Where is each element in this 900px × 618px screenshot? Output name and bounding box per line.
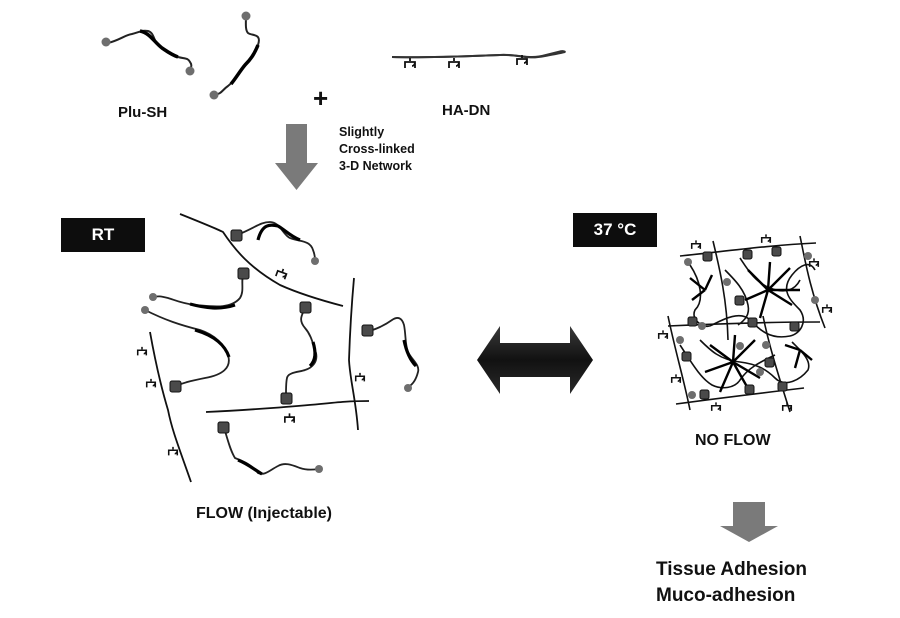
rt-temperature-tag: RT xyxy=(61,218,145,252)
micelle-cores xyxy=(689,261,813,393)
plu-sh-label: Plu-SH xyxy=(118,104,168,121)
thiol-end xyxy=(209,90,219,100)
rt-chain-ends xyxy=(141,257,412,473)
body-temperature-tag: 37 °C xyxy=(573,213,657,247)
reaction-caption-line: 3-D Network xyxy=(339,159,412,173)
plu-sh-molecule-1 xyxy=(101,29,195,76)
rt-crosslink-nodes xyxy=(169,229,374,434)
outcome-item: Tissue Adhesion xyxy=(656,559,807,580)
outcome-arrow-icon xyxy=(720,502,778,542)
gel-dense-network xyxy=(667,235,826,413)
reaction-caption-line: Slightly xyxy=(339,125,385,139)
dn-pendant xyxy=(404,58,416,69)
plus-sign: + xyxy=(313,83,329,113)
thiol-end xyxy=(101,37,111,47)
ha-dn-molecule xyxy=(391,50,566,69)
plu-sh-molecule-2 xyxy=(209,11,260,100)
thiol-end xyxy=(241,11,251,21)
reaction-caption: Slightly Cross-linked 3-D Network xyxy=(339,124,415,175)
gel-chain-ends xyxy=(676,252,819,399)
reaction-caption-line: Cross-linked xyxy=(339,142,415,156)
rt-loose-network xyxy=(144,213,420,483)
gel-crosslink-nodes xyxy=(681,246,800,400)
flow-caption: FLOW (Injectable) xyxy=(196,505,332,522)
no-flow-caption: NO FLOW xyxy=(695,432,771,449)
outcomes-list: Tissue Adhesion Muco-adhesion xyxy=(656,557,807,609)
reversible-double-arrow-icon xyxy=(477,326,593,394)
ha-dn-label: HA-DN xyxy=(442,102,491,119)
thiol-end xyxy=(185,66,195,76)
reaction-arrow-icon xyxy=(275,124,318,190)
dn-pendant xyxy=(448,58,460,69)
outcome-item: Muco-adhesion xyxy=(656,585,796,606)
